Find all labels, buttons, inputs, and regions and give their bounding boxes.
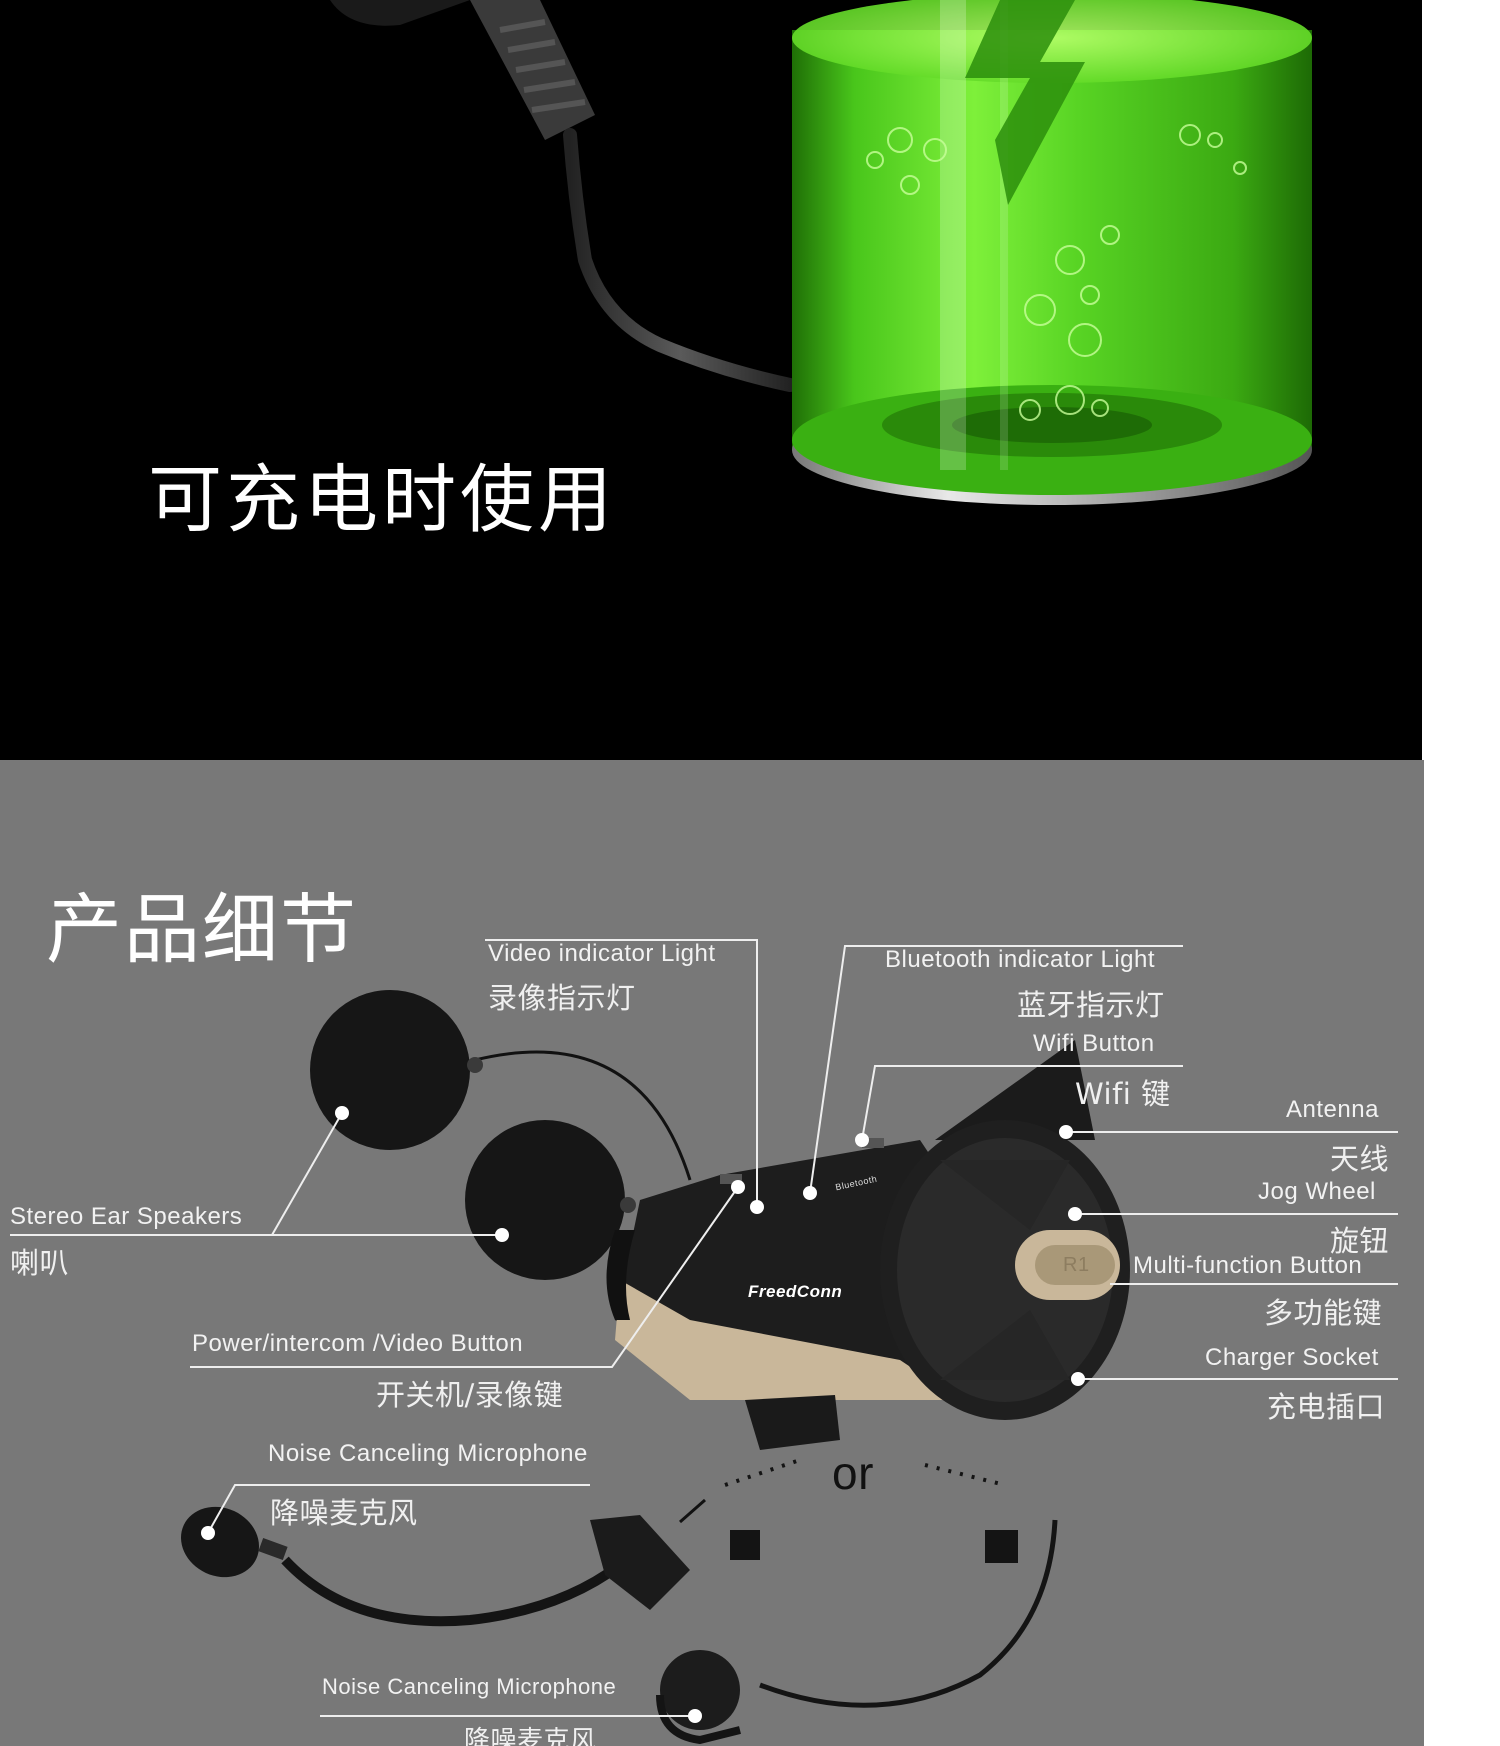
stereo-label-en: Stereo Ear Speakers (10, 1203, 243, 1230)
wifi-label-en: Wifi Button (1033, 1030, 1155, 1057)
details-title: 产品细节 (46, 885, 358, 974)
antenna-label-en: Antenna (1286, 1096, 1379, 1123)
plug-connector-icon (730, 1530, 1018, 1563)
charger-dot (1071, 1372, 1085, 1386)
device-diagram (10, 939, 1398, 1745)
charger-label-en: Charger Socket (1205, 1344, 1379, 1371)
battery-icon (792, 0, 1312, 505)
video-light-label-en: Video indicator Light (488, 940, 716, 967)
power-label-en: Power/intercom /Video Button (192, 1330, 524, 1357)
lightning-bolt-icon (965, 0, 1085, 205)
multi-label-zh: 多功能键 (1264, 1296, 1383, 1330)
antenna-label-zh: 天线 (1330, 1142, 1390, 1176)
wifi-label-zh: Wifi 键 (1075, 1077, 1171, 1111)
speaker-dot-2 (495, 1228, 509, 1242)
mic1-dot (201, 1526, 215, 1540)
stereo-ear-speakers (310, 990, 692, 1280)
power-dot (731, 1180, 745, 1194)
speaker-dot-1 (335, 1106, 349, 1120)
bt-light-label-en: Bluetooth indicator Light (885, 946, 1156, 973)
jog-label-zh: 旋钮 (1330, 1224, 1390, 1258)
charger-label-zh: 充电插口 (1267, 1390, 1386, 1424)
charging-banner: 可充电时使用 (0, 0, 1422, 760)
product-details-panel: 产品细节 (0, 760, 1424, 1746)
boom-microphone (181, 1458, 1018, 1627)
video-light-dot (750, 1200, 764, 1214)
wired-microphone (656, 1519, 1058, 1745)
charging-cable (330, 0, 797, 392)
mic1-label-en: Noise Canceling Microphone (268, 1440, 588, 1467)
or-label: or (832, 1447, 874, 1499)
bt-light-label-zh: 蓝牙指示灯 (1017, 988, 1165, 1022)
mic2-label-en: Noise Canceling Microphone (322, 1674, 617, 1699)
mic1-label-zh: 降噪麦克风 (270, 1496, 418, 1530)
jog-label-en: Jog Wheel (1258, 1178, 1376, 1205)
charging-illustration (330, 0, 1312, 505)
r1-button-tag: R1 (1063, 1254, 1090, 1276)
antenna-dot (1059, 1125, 1073, 1139)
bt-light-dot (803, 1186, 817, 1200)
multi-label-en: Multi-function Button (1133, 1252, 1363, 1279)
mic2-label-zh: 降噪麦克风 (464, 1726, 597, 1746)
jog-dot (1068, 1207, 1082, 1221)
power-label-zh: 开关机/录像键 (376, 1378, 564, 1412)
wifi-dot (855, 1133, 869, 1147)
charging-title: 可充电时使用 (148, 457, 616, 543)
video-light-label-zh: 录像指示灯 (488, 981, 636, 1015)
stereo-label-zh: 喇叭 (10, 1246, 70, 1280)
mic2-dot (688, 1709, 702, 1723)
brand-logo: FreedConn (748, 1282, 843, 1301)
